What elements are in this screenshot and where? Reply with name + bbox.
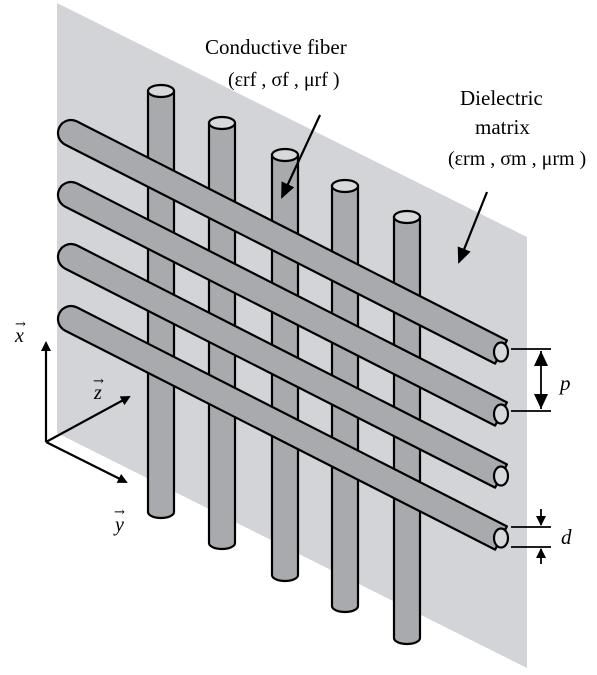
y-axis-vector-arrow: →: [114, 505, 125, 520]
z-axis-vector-arrow: →: [93, 374, 104, 389]
matrix-pointer-arrow: [457, 191, 489, 264]
dielectric-subtitle: matrix: [475, 115, 530, 139]
dielectric-title: Dielectric: [460, 86, 543, 110]
dielectric-params: (εrm , σm , μrm ): [448, 148, 586, 170]
horizontal-fiber: [56, 242, 510, 489]
z-axis-arrow: [45, 396, 131, 443]
x-axis-label: x: [14, 325, 24, 347]
fiber-pointer-arrow: [281, 114, 321, 199]
conductive-fiber-title: Conductive fiber: [205, 35, 347, 59]
period-label: p: [558, 371, 571, 395]
horizontal-fibers: [56, 118, 510, 551]
diameter-dimension: d: [511, 509, 572, 564]
horizontal-fiber: [56, 118, 510, 365]
coordinate-axes: x → z → y →: [14, 317, 131, 536]
period-dimension: p: [511, 348, 571, 412]
z-axis-label: z: [93, 382, 102, 404]
horizontal-fiber: [56, 304, 510, 551]
x-axis-vector-arrow: →: [15, 317, 26, 332]
horizontal-fiber: [56, 180, 510, 427]
y-axis-label: y: [113, 514, 124, 536]
conductive-fiber-params: (εrf , σf , μrf ): [228, 69, 340, 91]
y-axis-arrow: [45, 441, 128, 483]
diameter-label: d: [561, 525, 572, 549]
